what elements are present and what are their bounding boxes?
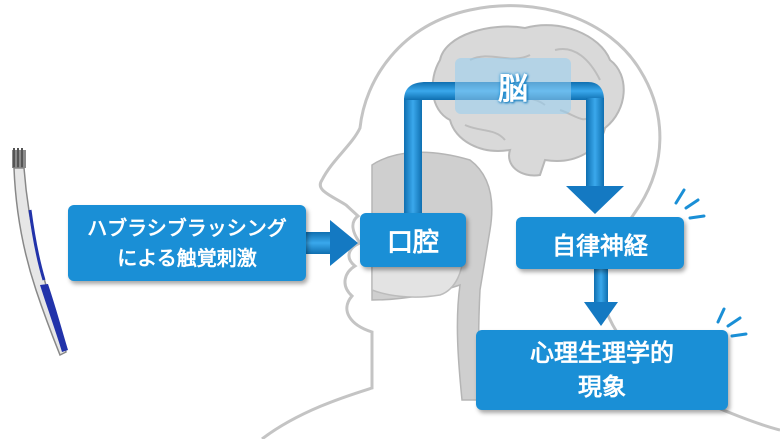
autonomic-nerve-box: 自律神経 — [516, 217, 684, 269]
stimulus-box: ハブラシブラッシング による触覚刺激 — [68, 205, 306, 281]
phenomenon-box: 心理生理学的 現象 — [476, 330, 728, 410]
stimulus-line-1: ハブラシブラッシング — [87, 216, 287, 240]
mouth-label: 口腔 — [386, 227, 439, 258]
brain-label: 脳 — [455, 58, 571, 114]
mouth-box: 口腔 — [360, 213, 466, 267]
autonomic-label: 自律神経 — [552, 231, 648, 260]
toothbrush-icon — [12, 148, 68, 357]
emphasis-marks-icon — [674, 188, 748, 338]
arrow-stimulus-to-mouth — [306, 220, 358, 266]
arrow-autonomic-to-phenomenon — [584, 268, 618, 326]
phenomenon-line-2: 現象 — [578, 373, 626, 401]
stimulus-line-2: による触覚刺激 — [117, 246, 257, 270]
phenomenon-line-1: 心理生理学的 — [530, 339, 674, 367]
